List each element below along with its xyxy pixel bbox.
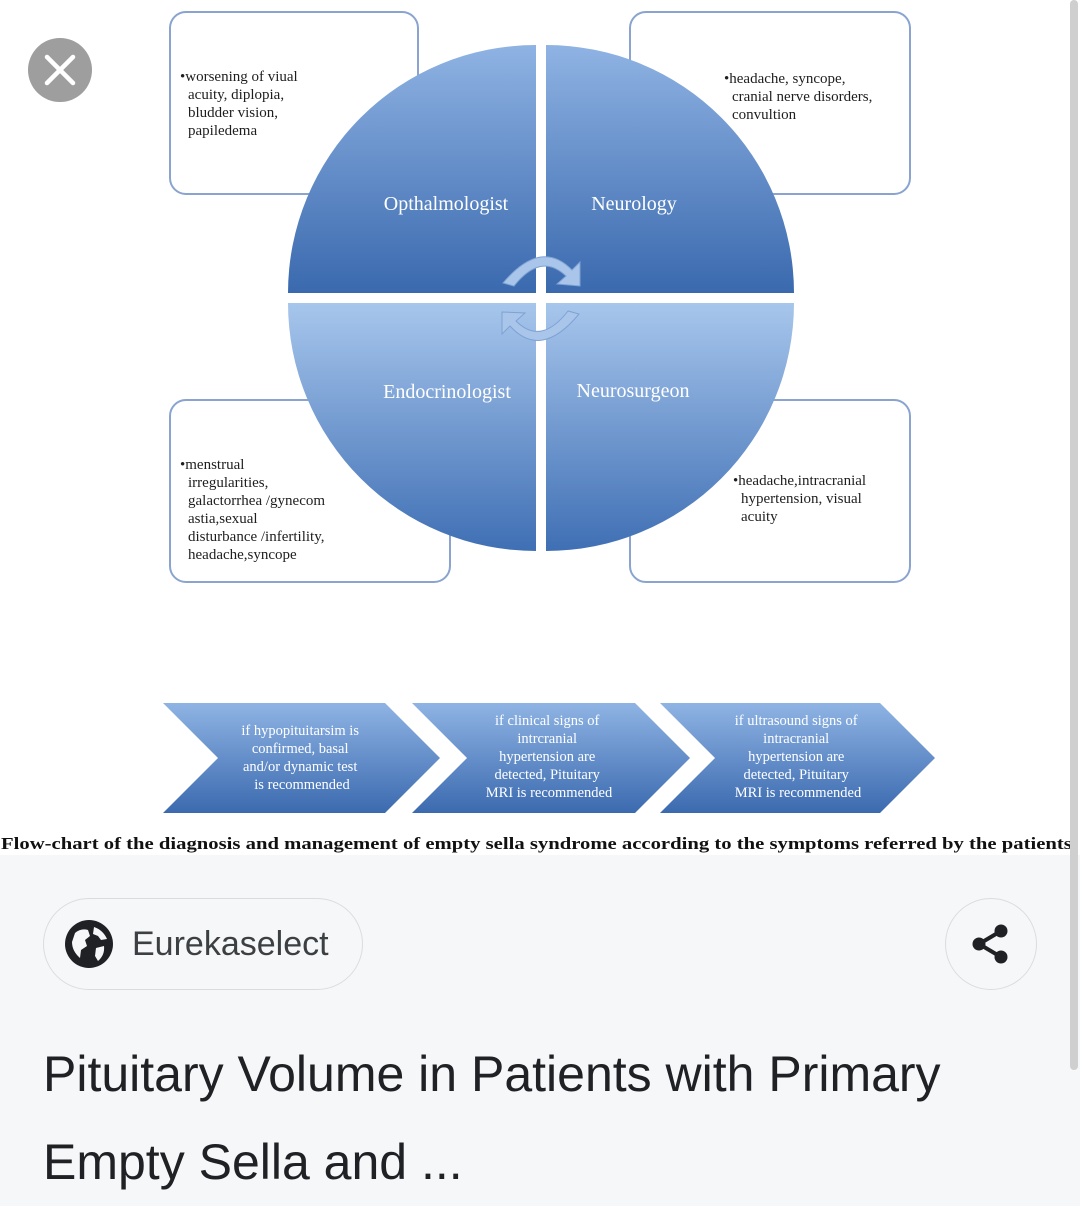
close-icon [44, 54, 76, 86]
close-button[interactable] [28, 38, 92, 102]
diagram-image: Opthalmologist Neurology Endocrinologist… [1, 11, 1077, 853]
flow-arrow-2 [412, 703, 690, 813]
flow-arrow-2-text: if clinical signs of intrcranial hyperte… [486, 713, 613, 801]
flow-arrow-1-text: if hypopituitarsim is confirmed, basal a… [241, 723, 362, 793]
flow-arrow-3-text: if ultrasound signs of intracranial hype… [735, 713, 862, 801]
quadrant-top-left [288, 45, 536, 293]
quadrant-label-ophthalmologist: Opthalmologist [384, 193, 509, 215]
symptom-text-neurosurgery: •headache,intracranial hypertension, vis… [733, 473, 870, 525]
symptom-text-neurology: •headache, syncope, cranial nerve disord… [724, 71, 876, 123]
globe-icon [62, 917, 116, 971]
source-name: Eurekaselect [132, 924, 329, 963]
flow-arrow-3 [660, 703, 935, 813]
image-viewer: Opthalmologist Neurology Endocrinologist… [1, 11, 1077, 853]
quadrant-bottom-left [288, 303, 536, 551]
share-icon [972, 924, 1008, 964]
diagram-caption: Flow-chart of the diagnosis and manageme… [1, 834, 1077, 853]
quadrant-label-neurology: Neurology [591, 193, 677, 215]
quadrant-bottom-right [546, 303, 794, 551]
cycle-arrow-top-icon [502, 256, 581, 287]
quadrant-label-endocrinologist: Endocrinologist [383, 381, 511, 403]
scrollbar[interactable] [1070, 0, 1078, 1070]
result-title[interactable]: Pituitary Volume in Patients with Primar… [43, 1046, 941, 1190]
quadrant-label-neurosurgeon: Neurosurgeon [577, 380, 690, 402]
cycle-arrow-bottom-icon [501, 310, 580, 341]
quadrant-top-right [546, 45, 794, 293]
flow-arrow-1 [163, 703, 440, 813]
share-button[interactable] [945, 898, 1037, 990]
symptom-text-endocrinology: •menstrual irregularities, galactorrhea … [180, 457, 329, 563]
symptom-text-ophthalmology: •worsening of viual acuity, diplopia, bl… [180, 69, 301, 139]
source-chip[interactable]: Eurekaselect [43, 898, 363, 990]
